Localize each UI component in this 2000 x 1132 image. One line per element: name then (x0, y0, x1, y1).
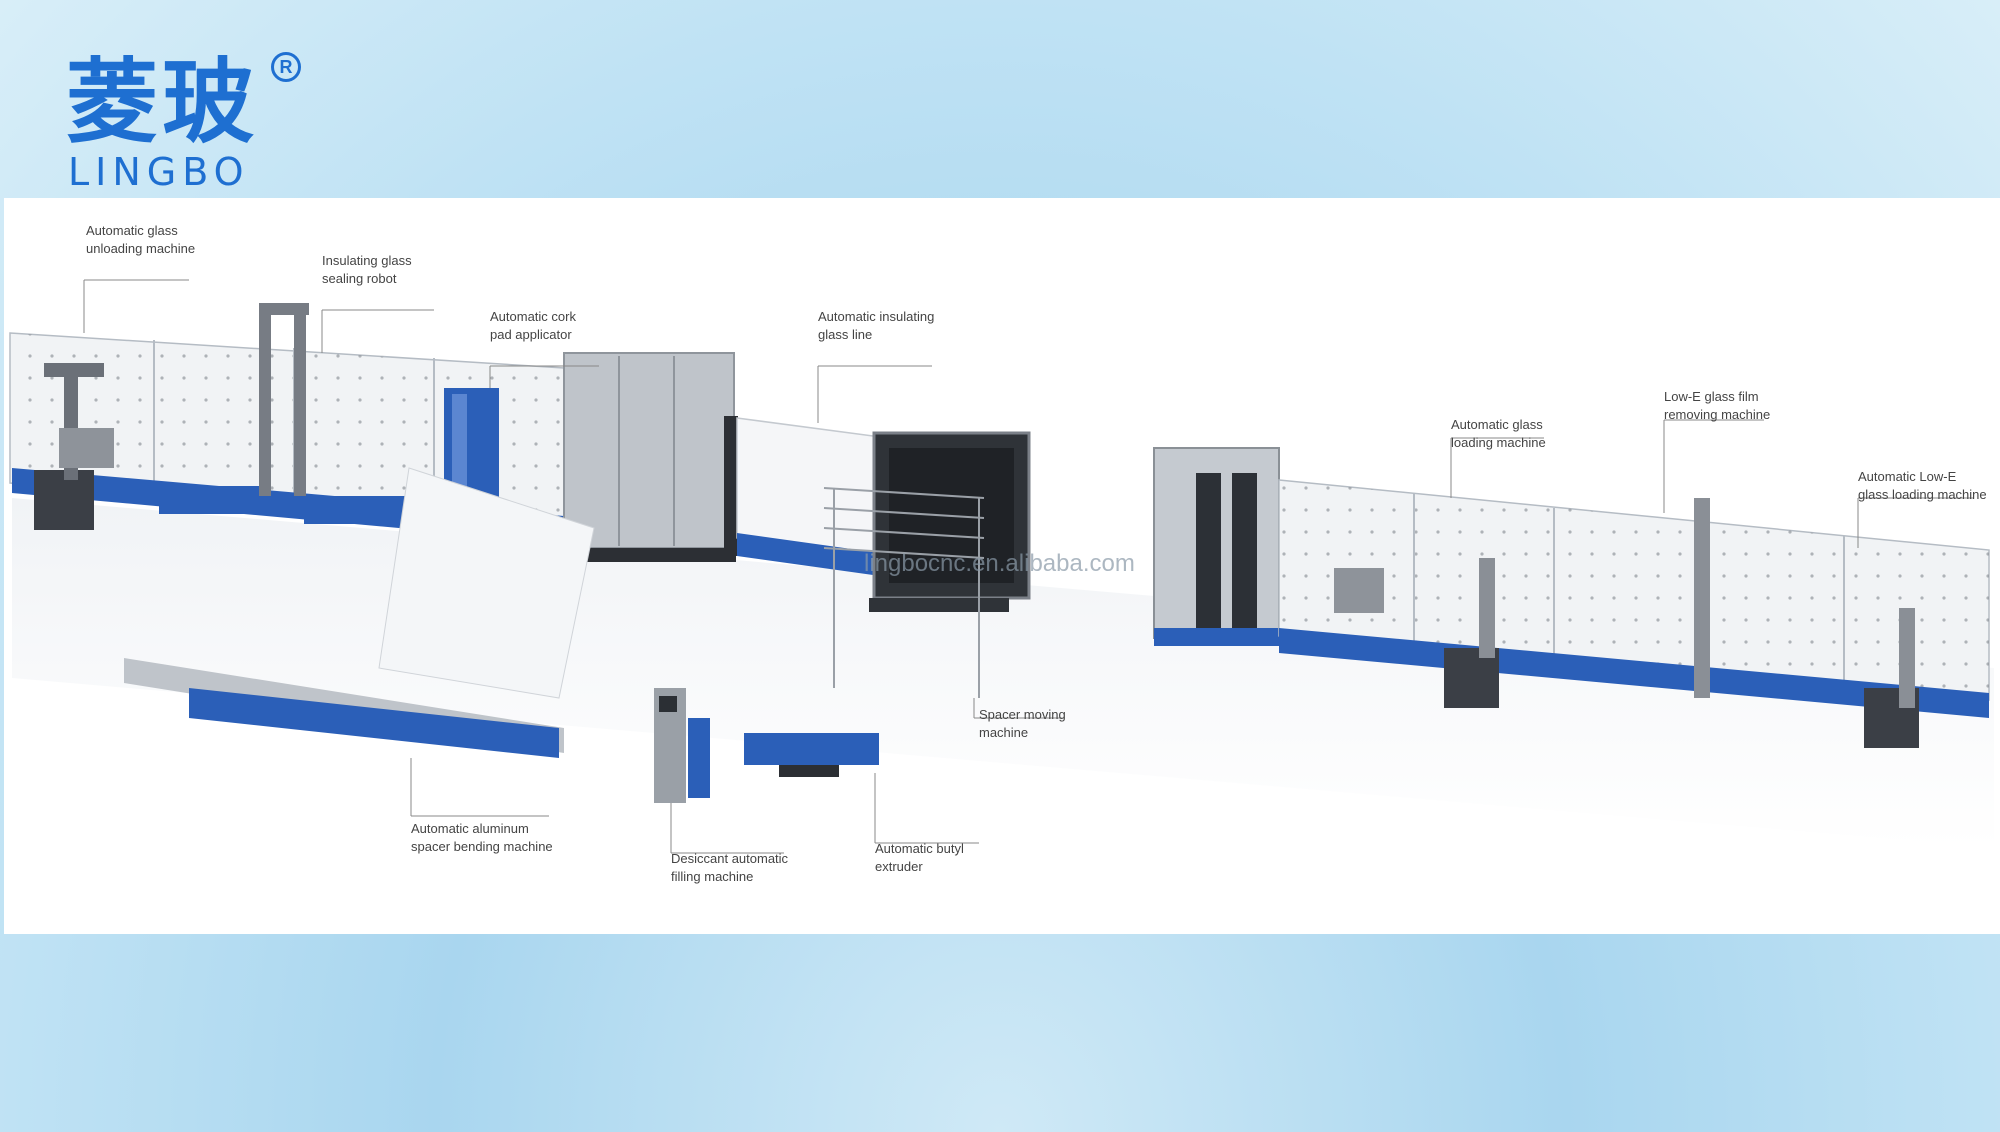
label-insulating-glass-line: Automatic insulating glass line (818, 309, 935, 342)
label-cork-pad-applicator: Automatic cork pad applicator (490, 309, 576, 342)
company-logo: 菱玻 R LINGBO (66, 48, 326, 198)
label-butyl-extruder: Automatic butyl extruder (875, 841, 964, 874)
label-lowe-film-removing: Low-E glass film removing machine (1664, 389, 1771, 422)
label-glass-loading-machine: Automatic glass loading machine (1451, 417, 1546, 450)
production-line-diagram: Automatic glass unloading machine Insula… (4, 198, 2000, 934)
label-desiccant-filling: Desiccant automatic filling machine (671, 851, 789, 884)
logo-chinese-text: 菱玻 (66, 49, 259, 156)
label-unloading-machine: Automatic glass unloading machine (86, 223, 196, 256)
production-line-illustration (9, 279, 1994, 854)
label-spacer-moving: Spacer moving machine (979, 707, 1066, 740)
watermark-text: lingbocnc.en.alibaba.com (864, 550, 1135, 577)
label-spacer-bending-machine: Automatic aluminum spacer bending machin… (411, 821, 553, 854)
label-sealing-robot: Insulating glass sealing robot (322, 253, 412, 286)
logo-english-text: LINGBO (68, 150, 250, 194)
registered-mark-icon: R (271, 52, 301, 82)
label-lowe-loading-machine: Automatic Low-E glass loading machine (1858, 469, 1987, 502)
